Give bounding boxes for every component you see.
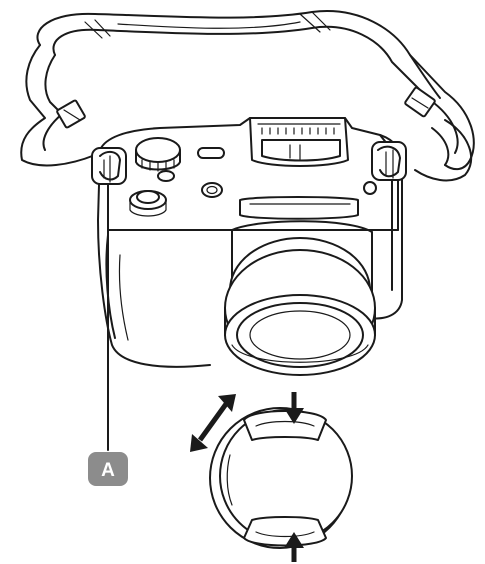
arrow-icon bbox=[284, 532, 304, 562]
af-assist-lamp bbox=[363, 181, 377, 195]
right-strap-buckle bbox=[404, 86, 436, 118]
lens-cap bbox=[209, 407, 353, 549]
left-strap-buckle bbox=[56, 99, 86, 129]
camera-body bbox=[97, 117, 403, 368]
callout-a: A bbox=[88, 452, 128, 486]
strap-eyelet-left bbox=[91, 147, 127, 185]
lens-cap-top-tab bbox=[243, 410, 327, 441]
neck-strap bbox=[20, 10, 475, 182]
strap-eyelet-right bbox=[371, 141, 407, 181]
power-button bbox=[197, 147, 225, 159]
double-arrow-icon bbox=[190, 394, 236, 452]
flash-housing bbox=[249, 117, 349, 167]
lens-cap-bottom-tab bbox=[243, 516, 327, 547]
callout-lines bbox=[107, 179, 399, 451]
shutter-button bbox=[129, 190, 167, 217]
function-button bbox=[157, 170, 175, 182]
mode-dial bbox=[135, 137, 181, 172]
lens-barrel bbox=[224, 220, 376, 376]
callout-a-label: A bbox=[101, 460, 115, 481]
arrow-icon bbox=[284, 392, 304, 424]
